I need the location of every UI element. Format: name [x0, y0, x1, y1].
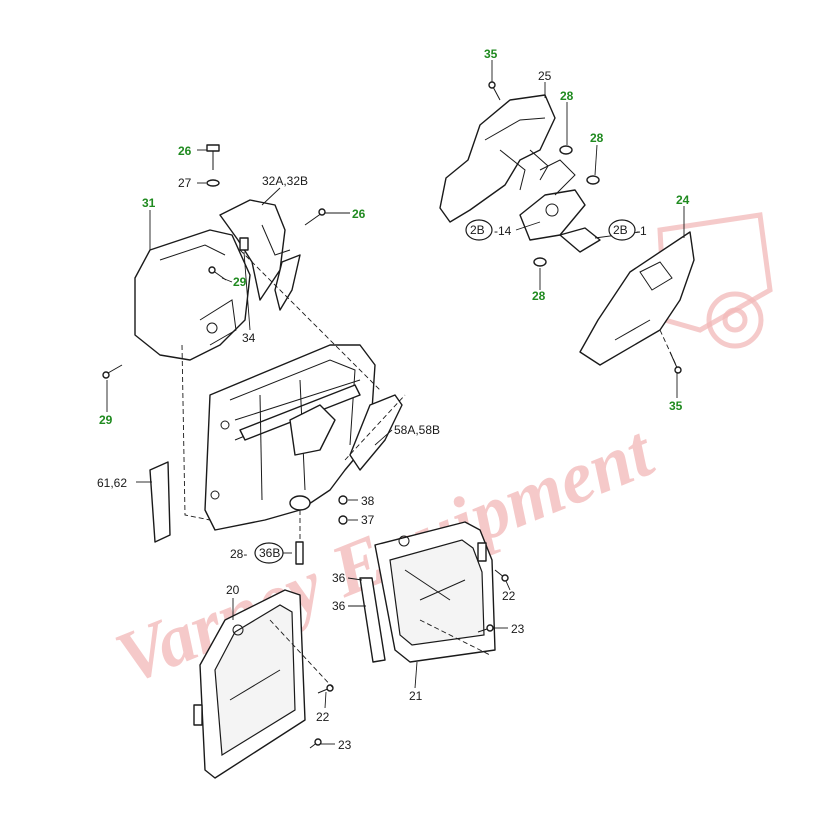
part-24-panel [579, 231, 695, 366]
seal-38 [338, 495, 348, 505]
ref-circle-2b-14 [465, 219, 493, 241]
part-36-strip [359, 577, 386, 663]
ref-circle-36b [254, 542, 284, 564]
central-frame [204, 344, 376, 531]
label-25: 25 [538, 69, 552, 83]
screw-26-a [206, 144, 220, 170]
part-28-stud [295, 541, 304, 565]
cap-oval [289, 495, 311, 511]
fastener-28-a [559, 145, 573, 155]
screw-23-b [477, 624, 494, 633]
label-23-a: 23 [338, 738, 352, 752]
label-28-d: 28- [230, 547, 247, 561]
screw-23-a [309, 738, 322, 749]
label-36-b: 36 [332, 599, 346, 613]
clip-34 [239, 237, 249, 251]
label-20: 20 [226, 583, 240, 597]
label-36-a: 36 [332, 571, 346, 585]
label-2b-14-ref: 2B [470, 223, 485, 237]
label-26-a: 26 [178, 144, 192, 158]
label-24: 24 [676, 193, 690, 207]
label-61: 61,62 [97, 476, 127, 490]
label-23-b: 23 [511, 622, 525, 636]
dash-line-b [181, 344, 211, 521]
ref-circle-2b-1 [608, 219, 636, 241]
label-32: 32A,32B [262, 174, 308, 188]
label-28-c: 28 [532, 289, 546, 303]
label-35-bottom: 35 [669, 399, 683, 413]
part-20-window [193, 589, 306, 779]
dash-line-a [239, 249, 381, 391]
label-36b-ref: 36B [259, 546, 280, 560]
dash-line-f [419, 619, 491, 656]
screw-35-top [488, 81, 501, 101]
label-27: 27 [178, 176, 192, 190]
label-37: 37 [361, 513, 375, 527]
label-31: 31 [142, 196, 156, 210]
label-22-b: 22 [502, 589, 516, 603]
washer-27 [206, 179, 220, 187]
label-29-a: 29 [233, 275, 247, 289]
leader-lines [106, 60, 685, 745]
screw-26-b [304, 208, 326, 226]
label-2b-14-num: -14 [494, 224, 512, 238]
part-31-cover [134, 229, 251, 361]
part-14-hinge [519, 159, 586, 241]
label-35-top: 35 [484, 47, 498, 61]
label-2b-1-ref: 2B [613, 223, 628, 237]
nut-37 [338, 515, 348, 525]
screw-22-b [494, 569, 509, 582]
part-58-bracket [349, 394, 403, 471]
part-61-bracket [149, 461, 171, 543]
label-34: 34 [242, 331, 256, 345]
label-22-a: 22 [316, 710, 330, 724]
screw-22-a [317, 684, 334, 694]
fastener-28-b [586, 175, 600, 185]
dash-line-d [344, 394, 406, 461]
label-38: 38 [361, 494, 375, 508]
fastener-28-c [533, 257, 547, 267]
label-28-a: 28 [560, 89, 574, 103]
label-29-b: 29 [99, 413, 113, 427]
screw-29-b [102, 364, 123, 379]
label-58: 58A,58B [394, 423, 440, 437]
label-26-b: 26 [352, 207, 366, 221]
part-21-window [374, 521, 496, 663]
part-1-clip [559, 227, 601, 253]
dash-line-35 [659, 329, 677, 366]
label-28-b: 28 [590, 131, 604, 145]
label-21: 21 [409, 689, 423, 703]
label-2b-1-num: -1 [636, 224, 647, 238]
